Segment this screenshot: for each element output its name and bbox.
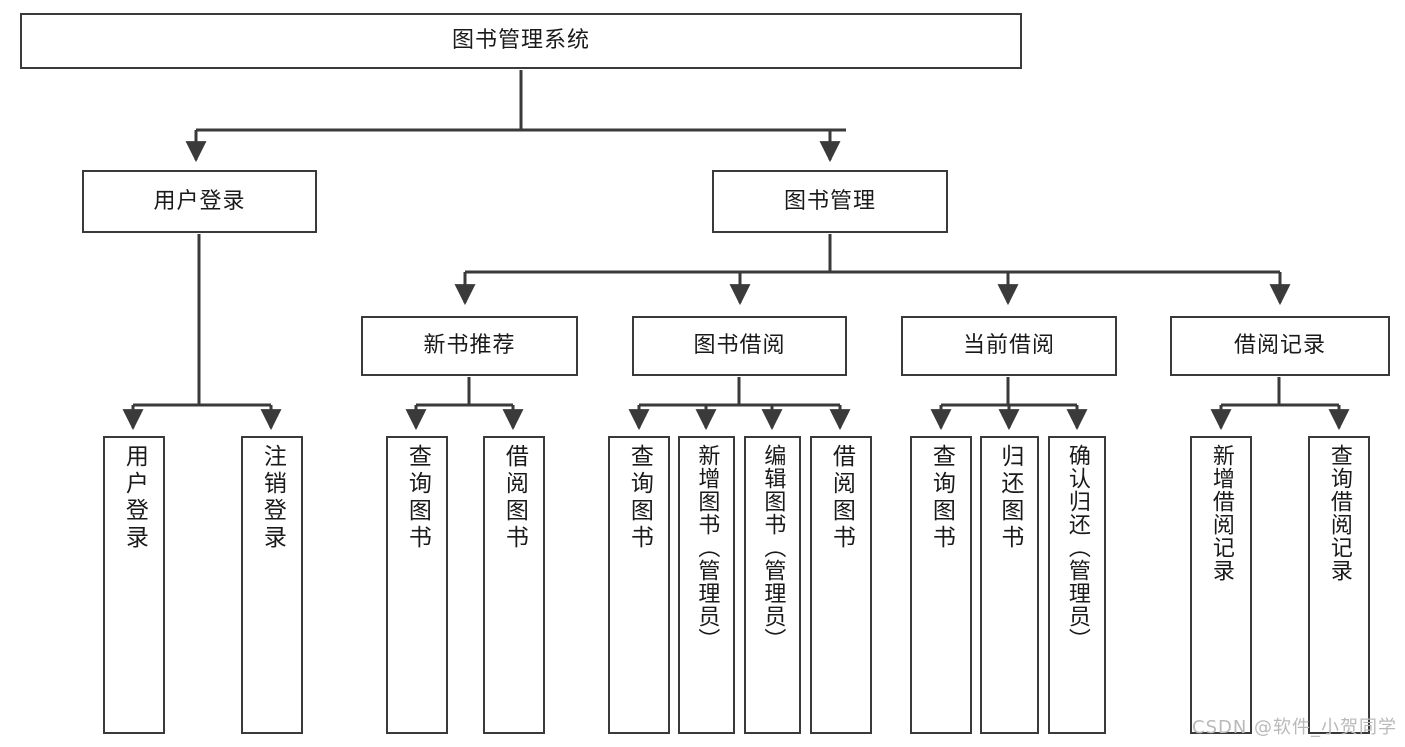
node-current-borrow-label: 当前借阅 bbox=[962, 333, 1055, 359]
node-leaf-add-borrow-record-label: 新增借阅记录 bbox=[1208, 444, 1234, 582]
node-new-book-recommend-label: 新书推荐 bbox=[423, 333, 516, 359]
node-book-borrow[interactable]: 图书借阅 bbox=[632, 316, 847, 376]
node-user-login-label: 用户登录 bbox=[153, 188, 246, 214]
node-user-login[interactable]: 用户登录 bbox=[82, 170, 317, 233]
node-borrow-record-label: 借阅记录 bbox=[1233, 333, 1326, 359]
node-leaf-confirm-return-admin-label: 确认归还（管理员） bbox=[1064, 444, 1090, 651]
node-borrow-record[interactable]: 借阅记录 bbox=[1170, 316, 1390, 376]
node-leaf-logout-login-label: 注销登录 bbox=[259, 444, 286, 552]
node-leaf-borrow-book-2-label: 借阅图书 bbox=[828, 444, 855, 552]
node-leaf-query-borrow-record[interactable]: 查询借阅记录 bbox=[1308, 436, 1370, 734]
node-leaf-borrow-book-1[interactable]: 借阅图书 bbox=[483, 436, 545, 734]
node-leaf-borrow-book-1-label: 借阅图书 bbox=[501, 444, 528, 552]
node-book-management-label: 图书管理 bbox=[783, 188, 876, 214]
node-leaf-query-book-1[interactable]: 查询图书 bbox=[386, 436, 448, 734]
node-new-book-recommend[interactable]: 新书推荐 bbox=[361, 316, 578, 376]
node-leaf-return-book-label: 归还图书 bbox=[996, 444, 1023, 552]
node-leaf-add-borrow-record[interactable]: 新增借阅记录 bbox=[1190, 436, 1252, 734]
node-book-management[interactable]: 图书管理 bbox=[712, 170, 948, 233]
node-leaf-user-login[interactable]: 用户登录 bbox=[103, 436, 165, 734]
node-leaf-edit-book-admin-label: 编辑图书（管理员） bbox=[760, 444, 786, 651]
node-leaf-user-login-label: 用户登录 bbox=[121, 444, 148, 552]
node-leaf-return-book[interactable]: 归还图书 bbox=[980, 436, 1039, 734]
node-leaf-logout-login[interactable]: 注销登录 bbox=[241, 436, 303, 734]
node-leaf-borrow-book-2[interactable]: 借阅图书 bbox=[810, 436, 872, 734]
node-leaf-add-book-admin-label: 新增图书（管理员） bbox=[694, 444, 720, 651]
csdn-watermark: CSDN @软件_小贺同学 bbox=[1192, 717, 1398, 738]
node-leaf-add-book-admin[interactable]: 新增图书（管理员） bbox=[678, 436, 735, 734]
node-leaf-query-book-3-label: 查询图书 bbox=[928, 444, 955, 552]
node-leaf-query-borrow-record-label: 查询借阅记录 bbox=[1326, 444, 1352, 582]
node-leaf-edit-book-admin[interactable]: 编辑图书（管理员） bbox=[744, 436, 801, 734]
node-current-borrow[interactable]: 当前借阅 bbox=[901, 316, 1117, 376]
node-book-borrow-label: 图书借阅 bbox=[693, 333, 786, 359]
node-root-label: 图书管理系统 bbox=[451, 28, 590, 54]
node-leaf-query-book-3[interactable]: 查询图书 bbox=[910, 436, 972, 734]
node-leaf-query-book-2[interactable]: 查询图书 bbox=[608, 436, 670, 734]
node-leaf-query-book-1-label: 查询图书 bbox=[404, 444, 431, 552]
node-root[interactable]: 图书管理系统 bbox=[20, 13, 1022, 69]
node-leaf-confirm-return-admin[interactable]: 确认归还（管理员） bbox=[1048, 436, 1106, 734]
node-leaf-query-book-2-label: 查询图书 bbox=[626, 444, 653, 552]
